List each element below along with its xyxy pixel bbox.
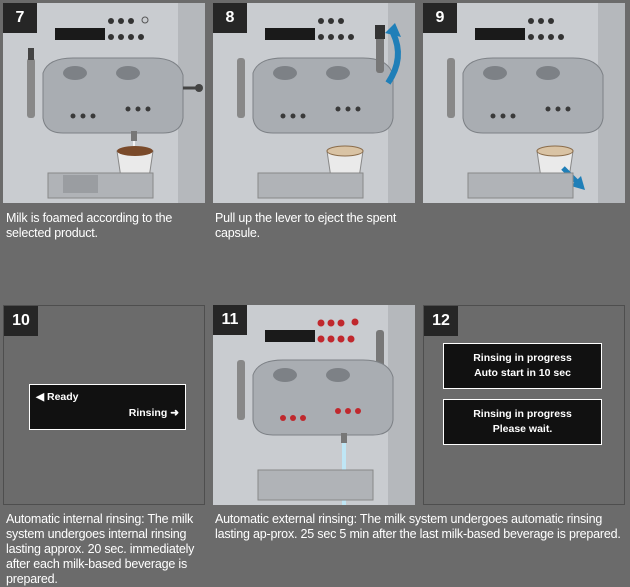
- step-7-panel: 7: [3, 3, 205, 203]
- step-11-caption: Automatic external rinsing: The milk sys…: [215, 512, 621, 541]
- step-number: 9: [423, 3, 457, 33]
- step-10-panel: 10 ◀ Ready Rinsing ➜: [3, 305, 205, 505]
- machine-illustration: [237, 305, 415, 505]
- arrow-left-icon: ◀: [36, 391, 45, 403]
- display-line-rinsing: Rinsing ➜: [128, 407, 179, 419]
- step-8-panel: 8: [213, 3, 415, 203]
- step-9-panel: 9: [423, 3, 625, 203]
- step-10-caption: Automatic internal rinsing: The milk sys…: [6, 512, 195, 586]
- machine-illustration: [27, 3, 205, 203]
- step-number: 11: [213, 305, 247, 335]
- step-number: 7: [3, 3, 37, 33]
- machine-illustration: [447, 3, 625, 203]
- step-11-panel: 11: [213, 305, 415, 505]
- step-7-caption: Milk is foamed according to the selected…: [6, 211, 173, 240]
- step-number: 12: [424, 306, 458, 336]
- step-number: 8: [213, 3, 247, 33]
- machine-illustration: [237, 3, 415, 203]
- display-screen-auto-start: Rinsing in progress Auto start in 10 sec: [443, 343, 602, 389]
- display-screen-please-wait: Rinsing in progress Please wait.: [443, 399, 602, 445]
- step-12-panel: 12 Rinsing in progress Auto start in 10 …: [423, 305, 625, 505]
- display-screen: ◀ Ready Rinsing ➜: [29, 384, 186, 430]
- step-number: 10: [4, 306, 38, 336]
- display-line-ready: ◀ Ready: [36, 391, 79, 403]
- arrow-right-icon: ➜: [170, 407, 179, 419]
- step-8-caption: Pull up the lever to eject the spent cap…: [215, 211, 397, 240]
